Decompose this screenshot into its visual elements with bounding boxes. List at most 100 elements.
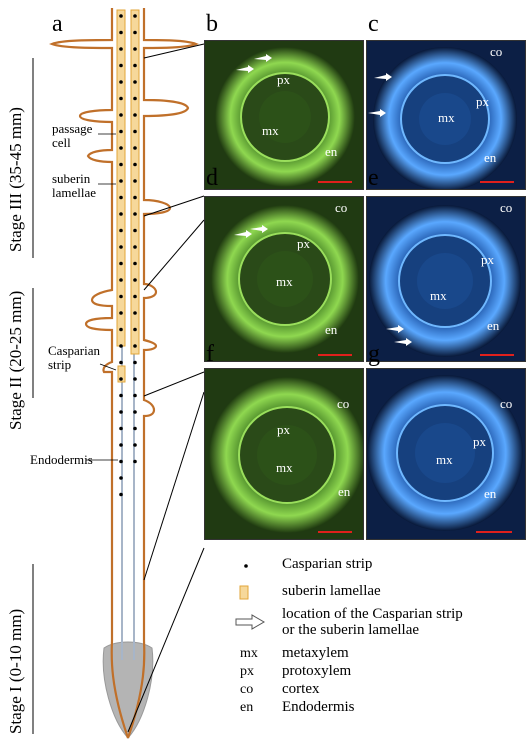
panel-letter-g: g xyxy=(368,341,380,367)
casparian-dot xyxy=(119,426,123,431)
abbr-code-px: px xyxy=(240,664,254,679)
scale-bar-f xyxy=(318,531,352,533)
panel-letter-f: f xyxy=(206,341,214,367)
suberin-swatch-icon xyxy=(239,585,249,600)
stage2-label: Stage II (20-25 mm) xyxy=(6,290,25,430)
label-suberin-line1: suberin xyxy=(52,171,91,186)
casparian-dot xyxy=(133,162,137,167)
panel-g-image xyxy=(366,368,526,540)
casparian-dot xyxy=(119,360,123,365)
casparian-dot xyxy=(133,212,137,216)
label-en-f: en xyxy=(338,484,351,499)
label-co-d: co xyxy=(335,200,348,215)
casparian-dot xyxy=(119,162,123,167)
casparian-dot xyxy=(119,30,123,35)
label-endodermis: Endodermis xyxy=(30,452,93,467)
casparian-dot xyxy=(119,459,123,464)
casparian-dot xyxy=(133,245,137,249)
casparian-dot xyxy=(119,179,123,183)
abbr-name-px: protoxylem xyxy=(282,663,352,679)
casparian-dot xyxy=(133,179,137,183)
label-casparian-line1: Casparian xyxy=(48,343,100,358)
label-mx-f: mx xyxy=(276,460,293,475)
legend-arrow-line1: location of the Casparian strip xyxy=(282,606,463,622)
abbr-code-mx: mx xyxy=(240,646,258,661)
panel-letter-c: c xyxy=(368,11,379,37)
casparian-dot xyxy=(119,80,123,84)
casparian-dot xyxy=(133,278,137,282)
legend-suberin: suberin lamellae xyxy=(282,583,381,599)
casparian-dot xyxy=(133,426,137,431)
casparian-dot xyxy=(133,311,137,315)
label-passage-line2: cell xyxy=(52,135,71,150)
casparian-dot xyxy=(119,245,123,249)
casparian-dot xyxy=(119,327,123,332)
label-px-d: px xyxy=(297,236,310,251)
casparian-dot xyxy=(133,47,137,51)
casparian-dot xyxy=(119,393,123,398)
label-px-g: px xyxy=(473,434,486,449)
casparian-dot xyxy=(119,14,123,18)
root-outline-left xyxy=(49,8,130,739)
root-cap xyxy=(102,641,154,739)
casparian-dot xyxy=(133,96,137,101)
panel-f-image xyxy=(204,368,364,540)
casparian-dot xyxy=(119,47,123,51)
casparian-dot xyxy=(119,146,123,150)
casparian-dot xyxy=(119,129,123,134)
dot-icon xyxy=(244,564,248,568)
abbr-name-en: Endodermis xyxy=(282,699,355,715)
casparian-dot xyxy=(133,410,137,414)
label-casparian-line2: strip xyxy=(48,357,72,372)
label-suberin-line2: lamellae xyxy=(52,185,97,200)
casparian-dot xyxy=(133,195,137,200)
casparian-dot xyxy=(119,278,123,282)
casparian-dot xyxy=(133,30,137,35)
label-mx-g: mx xyxy=(436,452,453,467)
label-passage-line1: passage xyxy=(52,121,93,136)
panel-c-image xyxy=(366,40,526,190)
casparian-dot xyxy=(133,146,137,150)
casparian-dot xyxy=(133,393,137,398)
casparian-dot xyxy=(133,443,137,447)
scale-bar-b xyxy=(318,181,352,183)
casparian-dot xyxy=(119,443,123,447)
casparian-dot xyxy=(119,228,123,233)
abbr-code-co: co xyxy=(240,682,254,697)
casparian-dot xyxy=(133,63,137,68)
casparian-dot xyxy=(119,311,123,315)
root-outline-right xyxy=(126,8,199,739)
casparian-dot xyxy=(119,344,123,348)
casparian-dot xyxy=(119,212,123,216)
label-co-f: co xyxy=(337,396,350,411)
casparian-dot xyxy=(133,327,137,332)
label-mx-d: mx xyxy=(276,274,293,289)
arrow-icon xyxy=(236,65,254,73)
label-px-c: px xyxy=(476,94,489,109)
casparian-dot xyxy=(133,360,137,365)
label-mx-b: mx xyxy=(262,123,279,138)
arrow-icon xyxy=(394,338,412,346)
stage3-label: Stage III (35-45 mm) xyxy=(6,107,25,252)
casparian-dot xyxy=(133,459,137,464)
casparian-dot xyxy=(133,294,137,299)
casparian-dot xyxy=(133,377,137,381)
abbr-code-en: en xyxy=(240,700,254,715)
label-en-c: en xyxy=(484,150,497,165)
label-co-g: co xyxy=(500,396,513,411)
abbr-name-mx: metaxylem xyxy=(282,645,349,661)
casparian-dot xyxy=(119,410,123,414)
casparian-dot xyxy=(119,261,123,266)
casparian-dot xyxy=(133,80,137,84)
casparian-dot xyxy=(119,113,123,117)
casparian-dots xyxy=(119,14,137,497)
scale-bar-g xyxy=(476,531,512,533)
legend-casparian: Casparian strip xyxy=(282,556,373,572)
label-en-b: en xyxy=(325,144,338,159)
panel-e-image xyxy=(366,196,526,362)
label-mx-e: mx xyxy=(430,288,447,303)
label-mx-c: mx xyxy=(438,110,455,125)
casparian-dot xyxy=(119,63,123,68)
label-px-b: px xyxy=(277,72,290,87)
